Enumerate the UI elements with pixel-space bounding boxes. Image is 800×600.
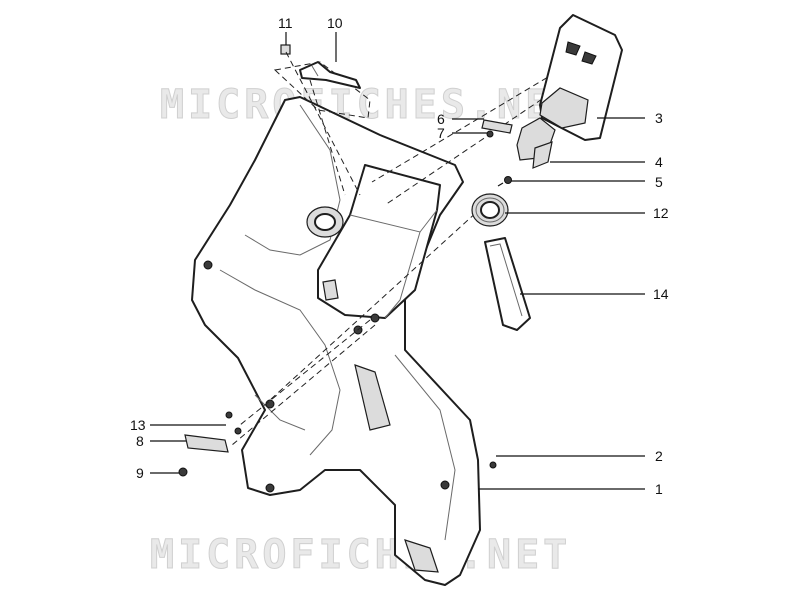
part-9-screw [178, 467, 188, 477]
guide-line-b [309, 79, 346, 196]
leader-lines [150, 32, 645, 490]
part-8-clip-plate [184, 434, 229, 453]
callout-6: 6 [437, 111, 445, 127]
callout-5: 5 [655, 174, 663, 190]
guide-line-f [239, 319, 371, 426]
watermark-bottom: MICROFICHES.NET [150, 532, 571, 578]
callout-2: 2 [655, 448, 663, 464]
callout-14: 14 [653, 286, 669, 302]
guide-line-g [231, 324, 376, 446]
callout-11: 11 [278, 15, 293, 31]
callout-10: 10 [327, 15, 343, 31]
part-12-round-cap [471, 193, 509, 227]
part-1-inner-shield [191, 96, 481, 586]
part-7-screw [486, 130, 494, 138]
part-4-hinge [516, 117, 556, 169]
part-11-clip [280, 44, 291, 55]
callout-7: 7 [437, 125, 445, 141]
part-10-bracket [273, 61, 371, 119]
callout-1: 1 [655, 481, 663, 497]
watermark-top: MICROFICHES.NET [160, 82, 581, 128]
callout-4: 4 [655, 154, 663, 170]
part-2-screw [489, 461, 497, 469]
callout-3: 3 [655, 110, 663, 126]
callout-9: 9 [136, 465, 144, 481]
part-6-clip [481, 119, 513, 134]
callout-13: 13 [130, 417, 146, 433]
callout-12: 12 [653, 205, 669, 221]
part-13-screw [225, 411, 242, 435]
callout-labels: 11 10 3 4 5 6 7 12 14 13 8 9 2 1 [130, 15, 669, 497]
part-14-side-lid [484, 237, 531, 331]
callout-8: 8 [136, 433, 144, 449]
part-3-cover-plate [539, 14, 623, 141]
part-5-screw [497, 176, 512, 187]
